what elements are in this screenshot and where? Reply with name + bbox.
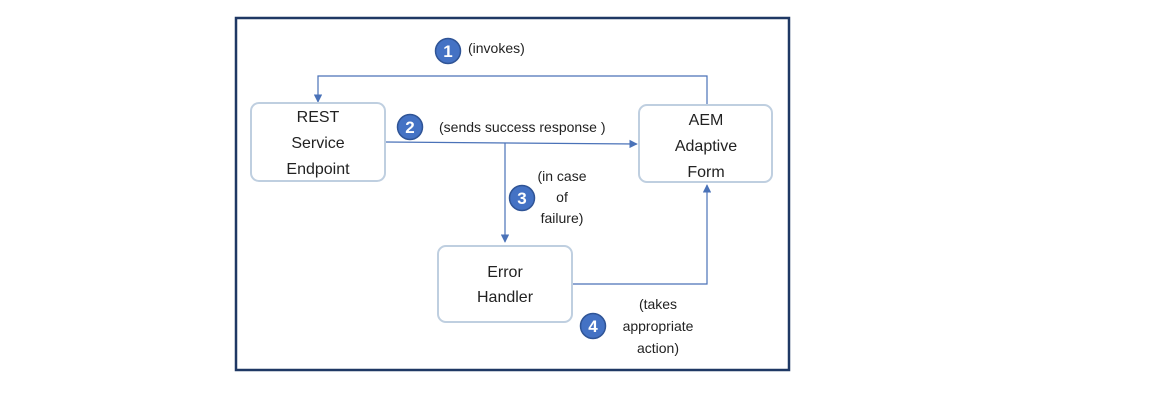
node-box	[250, 102, 386, 182]
node-label-line: Endpoint	[286, 161, 350, 178]
step-badge	[508, 184, 536, 212]
step-label-line: action)	[637, 340, 679, 356]
node-label-line: Form	[687, 164, 724, 181]
step-badge	[434, 37, 462, 65]
step-badge-number: 4	[588, 317, 598, 336]
connectors	[313, 75, 712, 285]
step-2: 2 (sends success response )	[396, 113, 606, 141]
arrow-take-action	[572, 184, 712, 285]
node-label-line: REST	[297, 109, 340, 126]
step-badge-number: 3	[517, 189, 526, 208]
step-label-line: (invokes)	[468, 40, 525, 56]
step-label-line: (in case	[537, 168, 586, 184]
step-label-line: failure)	[541, 210, 584, 226]
arrow-invokes	[313, 75, 708, 104]
step-1: 1 (invokes)	[434, 37, 525, 65]
node-label-line: Error	[487, 264, 523, 281]
step-label-line: appropriate	[623, 318, 694, 334]
step-badge	[396, 113, 424, 141]
step-label-line: (takes	[639, 296, 677, 312]
node-label-line: Handler	[477, 289, 534, 306]
node-box	[437, 245, 573, 323]
node-box	[638, 104, 773, 183]
arrow-success-response	[384, 139, 638, 149]
step-badge-number: 1	[443, 42, 452, 61]
step-label-line: (sends success response )	[439, 119, 606, 135]
step-badge	[579, 312, 607, 340]
node-label-line: Service	[291, 135, 344, 152]
step-label-line: of	[556, 189, 568, 205]
node-label-line: AEM	[689, 112, 724, 129]
step-badge-number: 2	[405, 118, 414, 137]
node-error-handler: Error Handler	[437, 245, 573, 323]
node-rest-service-endpoint: REST Service Endpoint	[250, 102, 386, 182]
node-aem-adaptive-form: AEM Adaptive Form	[638, 104, 773, 183]
node-label-line: Adaptive	[675, 138, 737, 155]
step-3: 3 (in case of failure)	[508, 168, 587, 226]
step-4: 4 (takes appropriate action)	[579, 296, 694, 356]
